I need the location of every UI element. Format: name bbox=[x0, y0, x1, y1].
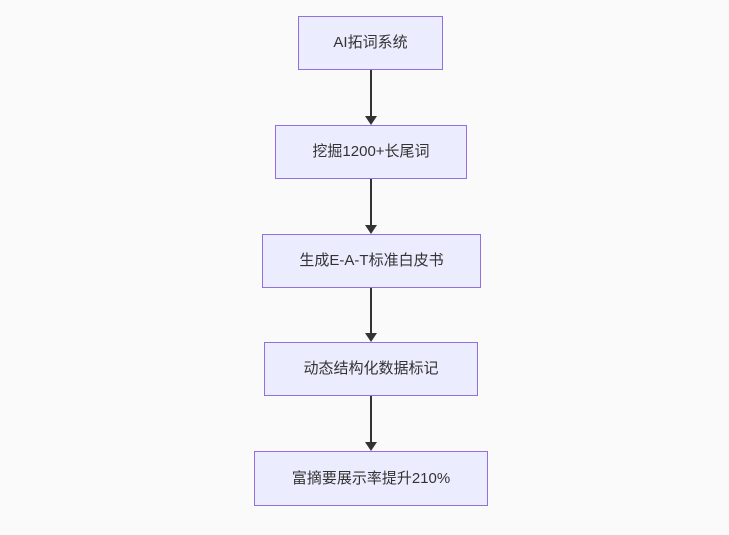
node-label: 挖掘1200+长尾词 bbox=[312, 143, 430, 160]
flowchart-node-rich-snippet-rate: 富摘要展示率提升210% bbox=[254, 451, 488, 506]
flowchart-node-eat-whitepaper: 生成E-A-T标准白皮书 bbox=[262, 234, 481, 288]
arrow-connector bbox=[365, 396, 377, 451]
arrow-connector bbox=[365, 179, 377, 234]
flowchart-node-structured-data-markup: 动态结构化数据标记 bbox=[264, 342, 478, 396]
arrow-line bbox=[370, 288, 372, 334]
arrow-connector bbox=[365, 70, 377, 125]
arrow-line bbox=[370, 70, 372, 117]
arrowhead-icon bbox=[365, 225, 377, 234]
arrow-line bbox=[370, 396, 372, 443]
arrowhead-icon bbox=[365, 116, 377, 125]
arrowhead-icon bbox=[365, 333, 377, 342]
flowchart-node-longtail-keywords: 挖掘1200+长尾词 bbox=[275, 125, 467, 179]
node-label: AI拓词系统 bbox=[333, 34, 408, 51]
arrow-line bbox=[370, 179, 372, 226]
arrow-connector bbox=[365, 288, 377, 342]
flowchart-node-ai-word-system: AI拓词系统 bbox=[298, 16, 443, 70]
node-label: 动态结构化数据标记 bbox=[303, 360, 439, 377]
node-label: 生成E-A-T标准白皮书 bbox=[299, 252, 444, 269]
arrowhead-icon bbox=[365, 442, 377, 451]
node-label: 富摘要展示率提升210% bbox=[291, 469, 451, 487]
